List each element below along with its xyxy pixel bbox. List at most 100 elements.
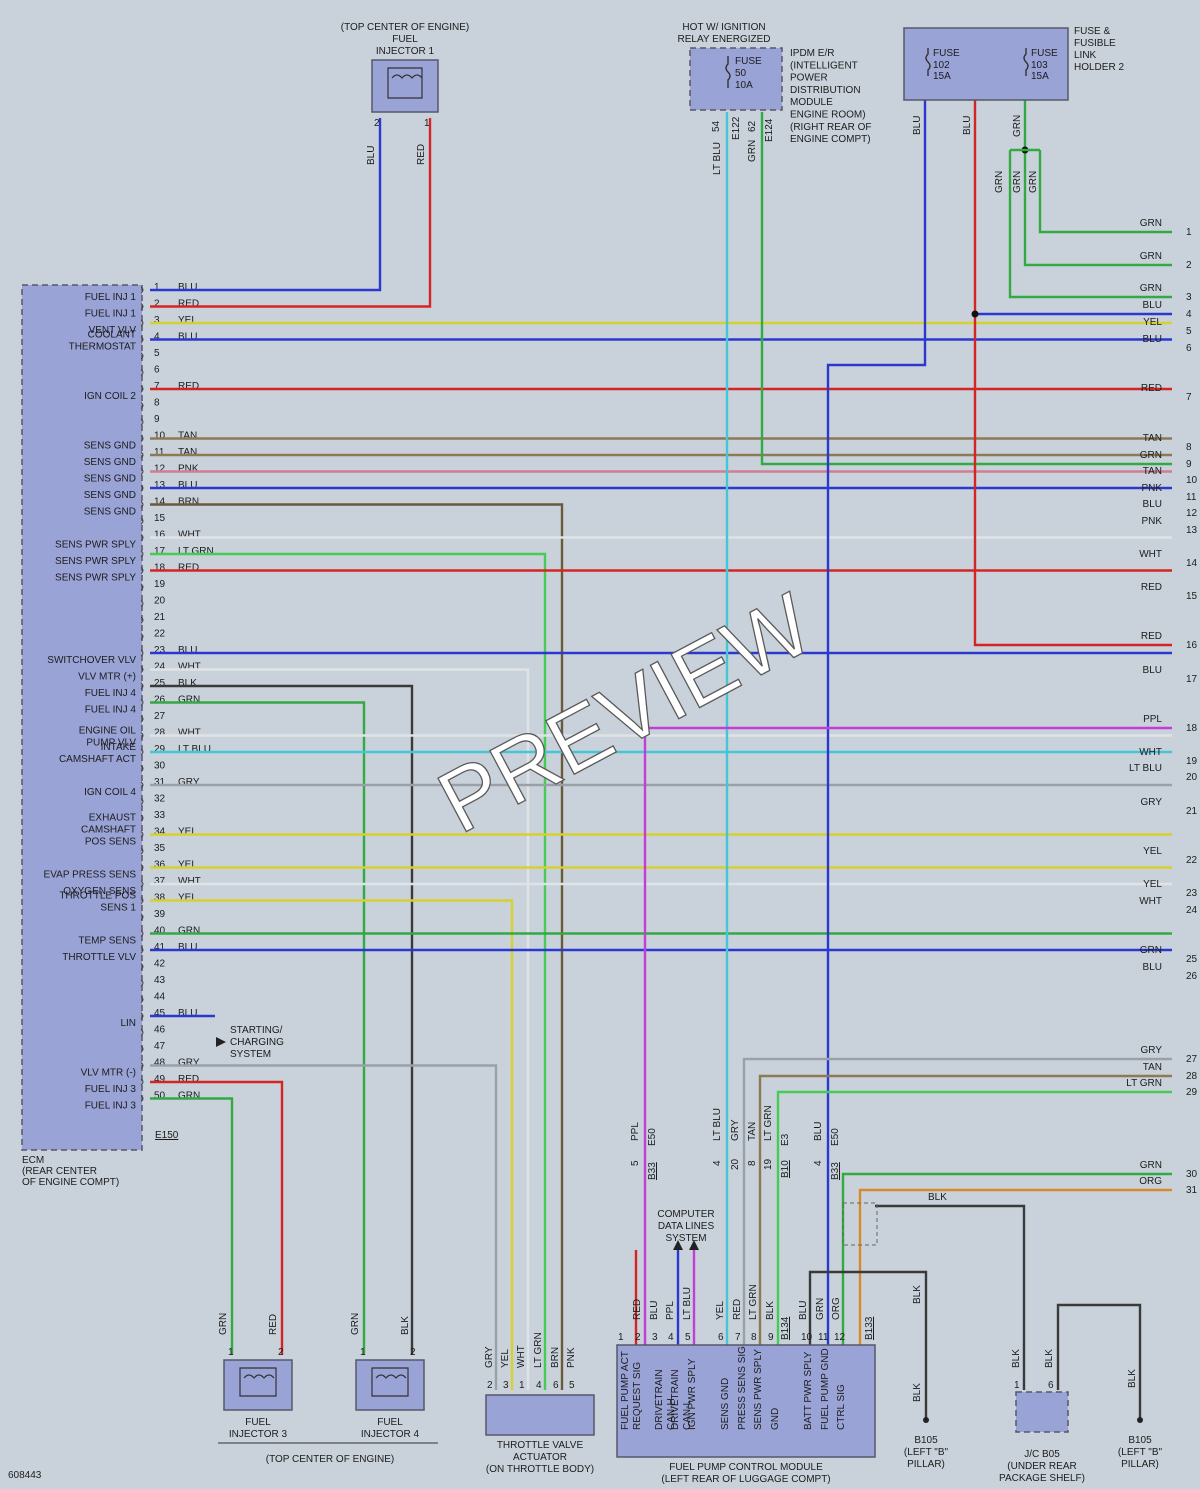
inline3-wire2: LT GRN <box>763 1105 774 1141</box>
ecm-pin-number: 24 <box>154 662 166 673</box>
ecm-pin-color: YEL <box>178 860 197 871</box>
pin-mark <box>140 930 144 937</box>
injector1-location: (TOP CENTER OF ENGINE) <box>341 22 470 33</box>
arrow-up-icon <box>689 1240 699 1250</box>
ecm-pin-number: 16 <box>154 530 166 541</box>
jc-name-line3: PACKAGE SHELF) <box>999 1473 1085 1484</box>
ipdm-name-line: MODULE <box>790 97 833 108</box>
wire <box>1023 150 1172 267</box>
right-terminal-number: 10 <box>1186 475 1198 486</box>
pin-mark <box>140 1029 144 1036</box>
ecm-pin-number: 36 <box>154 860 166 871</box>
ecm-location-line2: OF ENGINE COMPT) <box>22 1177 119 1188</box>
ecm-pin-color: WHT <box>178 530 201 541</box>
ecm-connector-label: E150 <box>155 1130 179 1141</box>
wire <box>150 118 382 292</box>
ground-icon <box>1137 1417 1143 1423</box>
wire <box>150 1097 234 1355</box>
fpcm-pin-function: SENS PWR SPLY <box>753 1349 764 1430</box>
wire <box>150 701 366 1355</box>
injector3-name-line1: FUEL <box>245 1417 271 1428</box>
ecm-pin-color: WHT <box>178 728 201 739</box>
fpcm-pin-function: BATT PWR SPLY <box>803 1351 814 1430</box>
ecm-pin-color: WHT <box>178 662 201 673</box>
fpcm-pin-number: 7 <box>735 1332 741 1343</box>
fuse-holder-wire-f: GRN <box>1028 171 1039 193</box>
ecm-pin-color: YEL <box>178 827 197 838</box>
ecm-pin-function: THROTTLE POS <box>59 891 136 902</box>
right-terminal-number: 22 <box>1186 855 1198 866</box>
pin-mark <box>140 583 144 591</box>
wire <box>150 552 547 1390</box>
ecm-pin-number: 37 <box>154 876 166 887</box>
inline3-wire1: TAN <box>747 1122 758 1141</box>
wire <box>826 100 927 1345</box>
injector3-name-line2: INJECTOR 3 <box>229 1429 288 1440</box>
jc-pin-b: 6 <box>1048 1380 1054 1391</box>
right-terminal-number: 30 <box>1186 1169 1198 1180</box>
ecm-pin-number: 38 <box>154 893 166 904</box>
fuse-icon <box>725 56 731 88</box>
fpcm-pin-number: 1 <box>618 1332 624 1343</box>
pin-mark <box>140 748 144 756</box>
right-terminal-number: 29 <box>1186 1087 1198 1098</box>
wire <box>150 503 564 1390</box>
ecm-pin-number: 48 <box>154 1058 166 1069</box>
fpcm-name-line2: (LEFT REAR OF LUGGAGE COMPT) <box>661 1474 830 1485</box>
fpcm-pin-color: BLU <box>798 1301 809 1320</box>
ipdm-wire-a: LT BLU <box>712 142 723 175</box>
right-terminal-number: 5 <box>1186 326 1192 337</box>
starting-text-line2: CHARGING <box>230 1037 284 1048</box>
ecm-pin-number: 32 <box>154 794 166 805</box>
fpcm-pin-number: 9 <box>768 1332 774 1343</box>
fuse-102-rating: 15A <box>933 71 951 82</box>
ground2-name-line2: (LEFT "B" <box>1118 1447 1163 1458</box>
right-terminal-color: TAN <box>1143 1062 1162 1073</box>
ecm-pin-function: COOLANT <box>88 330 136 341</box>
right-terminal-color: TAN <box>1143 433 1162 444</box>
fpcm-pin-function: PRESS SENS SIG <box>737 1346 748 1430</box>
inline2-wire1: LT BLU <box>712 1108 723 1141</box>
computer-text-line2: DATA LINES <box>658 1221 715 1232</box>
ecm-pin-color: GRN <box>178 1091 200 1102</box>
ground-icon <box>923 1417 929 1423</box>
wire <box>758 1074 1172 1345</box>
injector-coil-icon <box>387 67 423 99</box>
pin-mark <box>140 352 144 360</box>
pin-mark <box>140 847 144 855</box>
right-terminal-color: GRN <box>1140 450 1162 461</box>
ecm-pin-number: 50 <box>154 1091 166 1102</box>
ecm-pin-function: FUEL INJ 3 <box>85 1084 137 1095</box>
ecm-pin-number: 44 <box>154 992 166 1003</box>
wire <box>1038 150 1172 234</box>
pin-mark <box>140 699 144 706</box>
ipdm-fuse-label: FUSE <box>735 56 762 67</box>
ecm-pin-function: EXHAUST <box>89 813 136 824</box>
pin-mark <box>140 286 144 294</box>
ecm-pin-color: RED <box>178 299 199 310</box>
jc-pin-a: 1 <box>1014 1380 1020 1391</box>
wire <box>973 100 1172 647</box>
fpcm-name-line1: FUEL PUMP CONTROL MODULE <box>669 1462 823 1473</box>
ecm-pin-color: BLU <box>178 1008 197 1019</box>
pin-mark <box>140 831 144 838</box>
fpcm-pin-color: LT BLU <box>682 1287 693 1320</box>
right-terminal-number: 19 <box>1186 756 1198 767</box>
pin-mark <box>140 319 144 327</box>
ecm-pin-number: 4 <box>154 332 160 343</box>
ecm-pin-function: IGN COIL 4 <box>84 787 136 798</box>
right-terminal-color: YEL <box>1143 846 1162 857</box>
arrow-up-icon <box>673 1240 683 1250</box>
right-terminal-number: 25 <box>1186 954 1198 965</box>
ipdm-name-block: IPDM E/R(INTELLIGENTPOWERDISTRIBUTIONMOD… <box>790 48 871 145</box>
wire <box>776 1090 1172 1345</box>
pin-mark <box>140 550 144 558</box>
fpcm-pin-number: 5 <box>685 1332 691 1343</box>
ecm-pin-function: FUEL INJ 4 <box>85 688 137 699</box>
ecm-pin-number: 3 <box>154 315 160 326</box>
wire <box>150 668 530 1390</box>
wire <box>742 1057 1172 1345</box>
right-terminal-number: 27 <box>1186 1054 1198 1065</box>
throttle-pin-number: 6 <box>553 1380 559 1391</box>
